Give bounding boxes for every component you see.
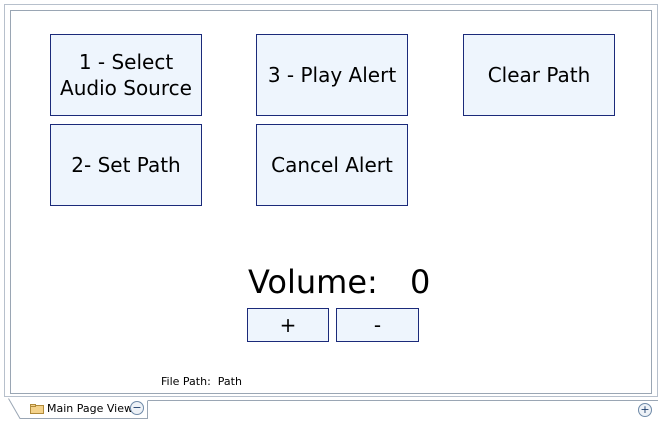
select-audio-source-button[interactable]: 1 - Select Audio Source: [50, 34, 202, 116]
set-path-button[interactable]: 2- Set Path: [50, 124, 202, 206]
tab-main-page-view[interactable]: Main Page View −: [8, 398, 148, 420]
volume-up-button[interactable]: +: [247, 308, 329, 342]
tab-label: Main Page View: [47, 402, 133, 415]
folder-icon: [30, 404, 44, 414]
file-path-value: Path: [217, 375, 242, 388]
collapse-tab-icon[interactable]: −: [130, 401, 144, 415]
cancel-alert-button[interactable]: Cancel Alert: [256, 124, 408, 206]
clear-path-button[interactable]: Clear Path: [463, 34, 615, 116]
file-path-text: File Path: Path: [161, 375, 242, 388]
file-path-label: File Path:: [161, 375, 211, 388]
volume-value: 0: [410, 263, 431, 301]
tab-bar-divider: [148, 400, 658, 401]
volume-label: Volume:: [248, 263, 378, 301]
volume-down-button[interactable]: -: [336, 308, 419, 342]
add-page-icon[interactable]: +: [638, 403, 652, 417]
play-alert-button[interactable]: 3 - Play Alert: [256, 34, 408, 116]
